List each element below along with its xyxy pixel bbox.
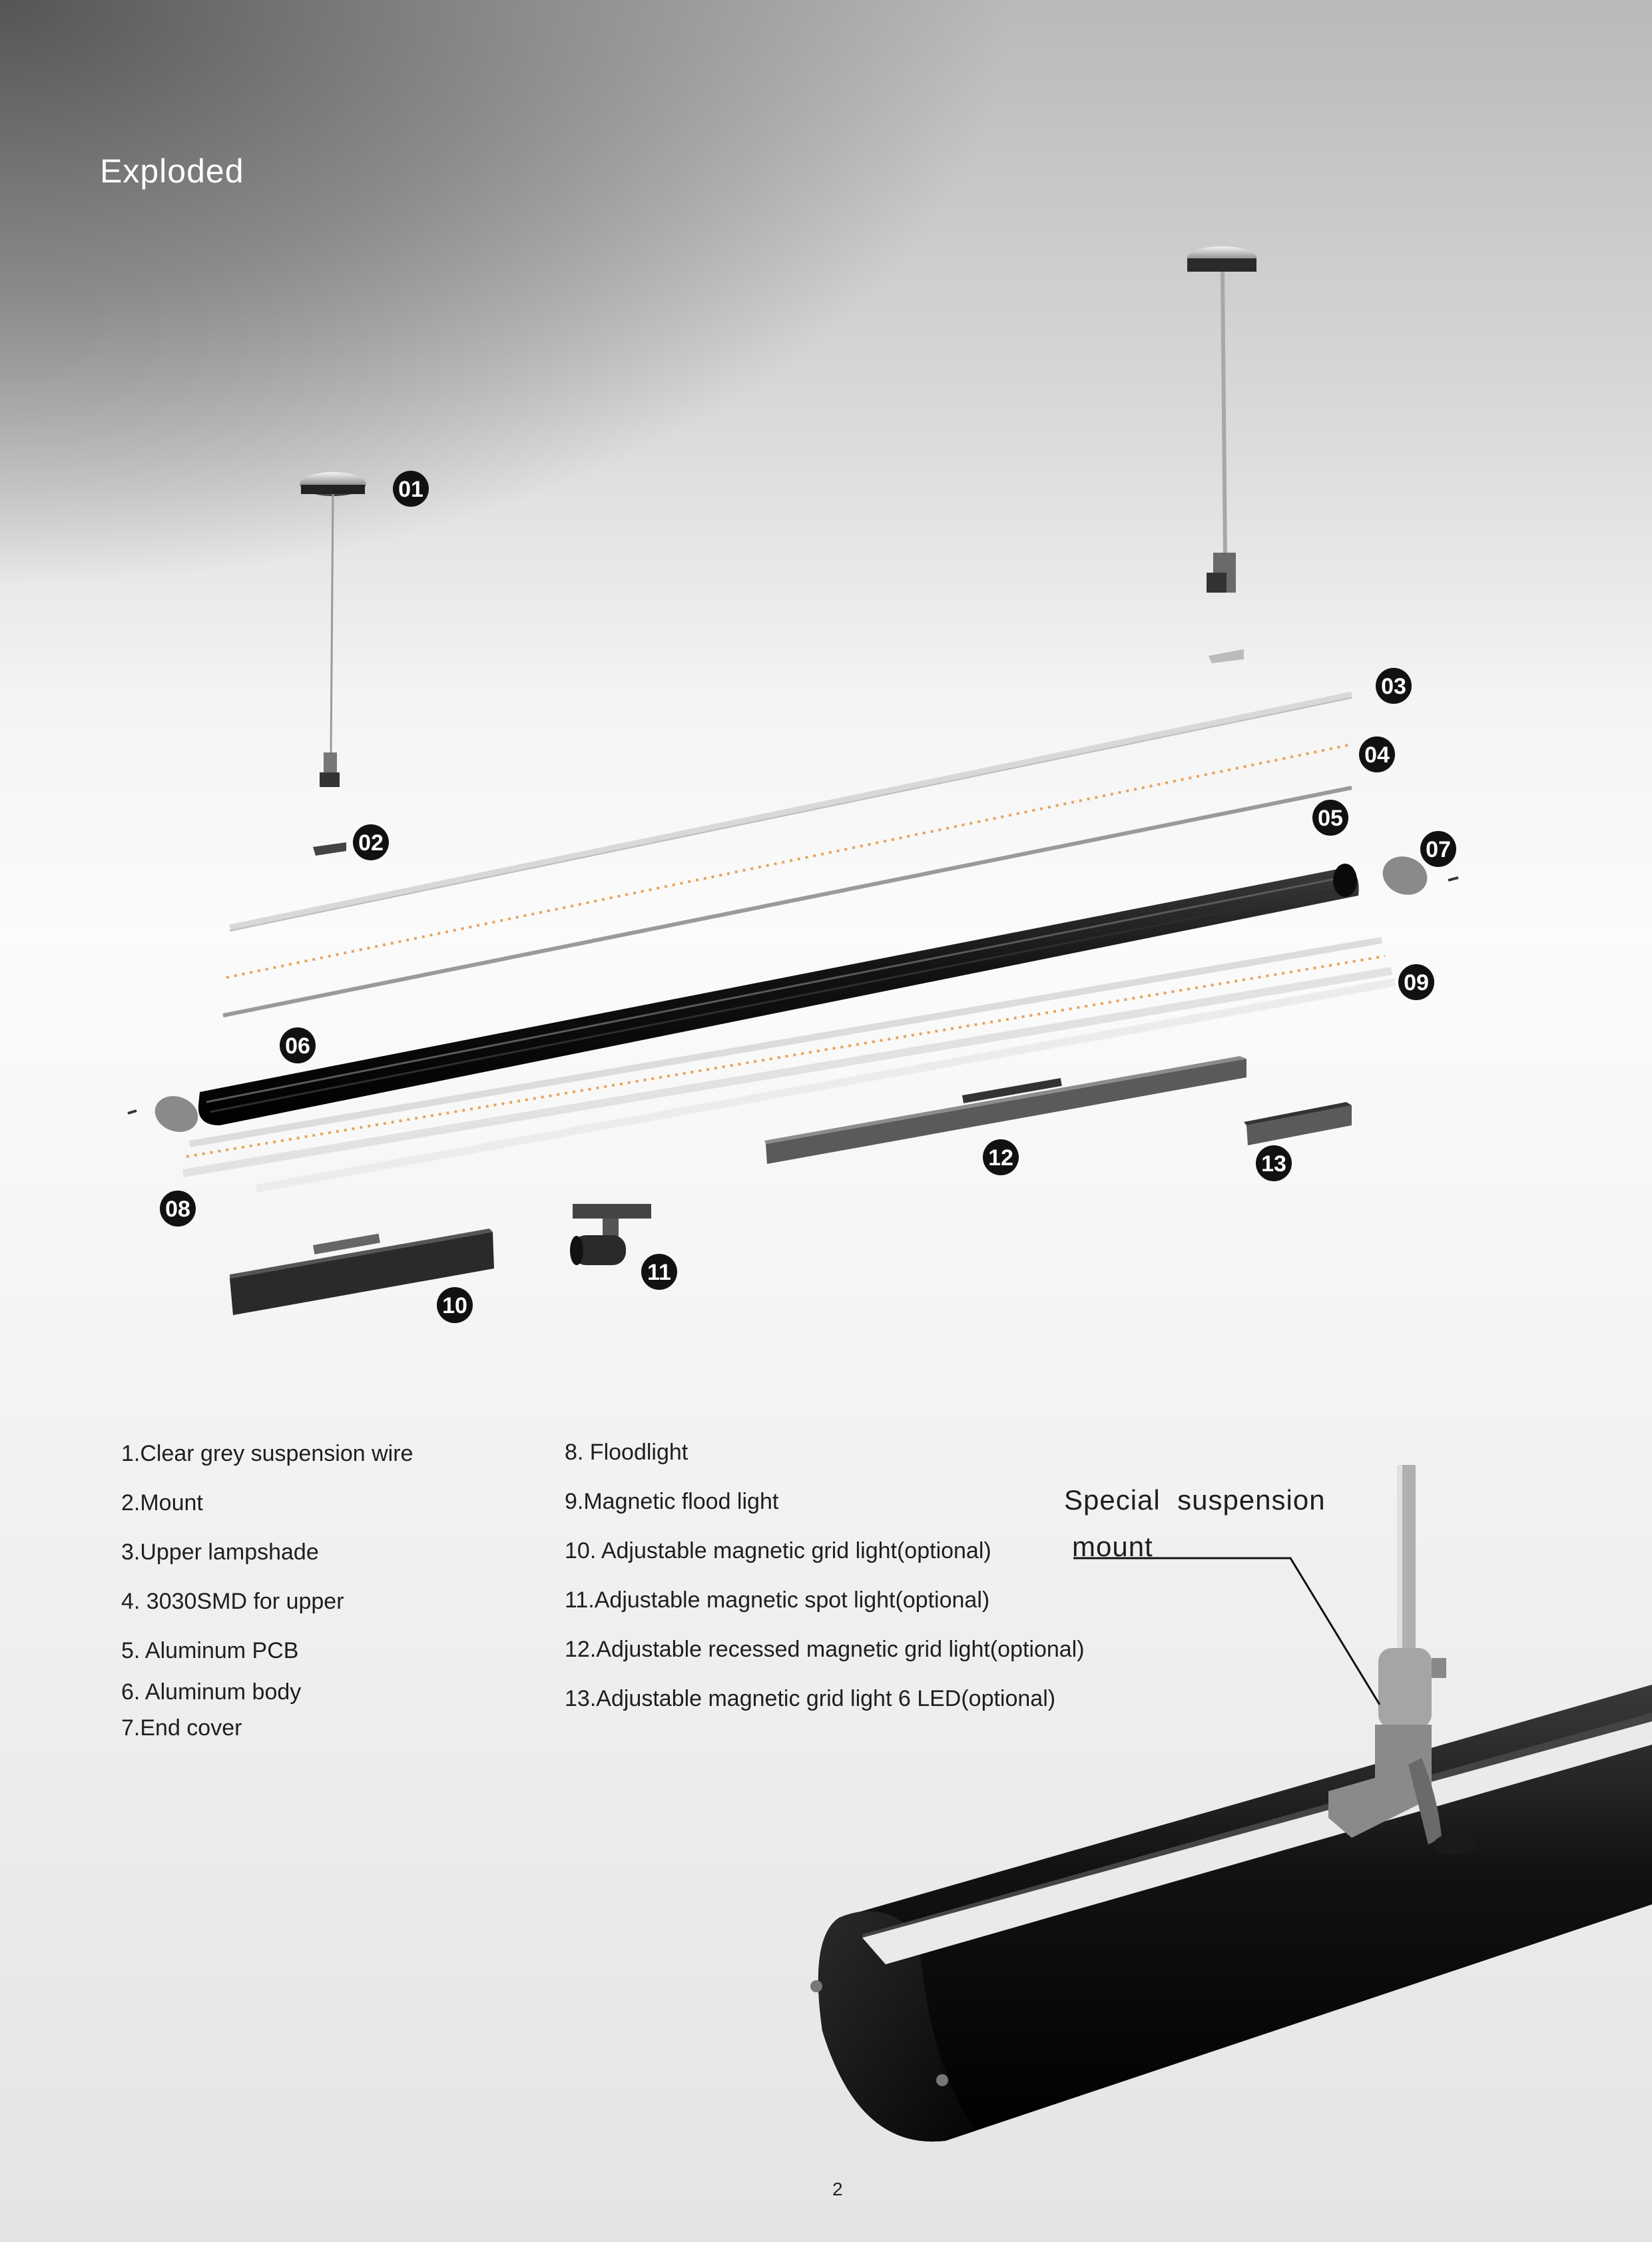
badge-04-label: 04 <box>1364 742 1390 768</box>
closeup-fitting <box>1378 1648 1432 1728</box>
badge-05-label: 05 <box>1318 806 1343 831</box>
legend-item-6: 6. Aluminum body <box>121 1679 302 1705</box>
badge-04: 04 <box>1359 736 1395 772</box>
badge-03: 03 <box>1376 668 1412 704</box>
callout-title: Special suspension mount <box>1064 1477 1377 1570</box>
end-cover-left <box>154 1096 198 1132</box>
suspension-clamp-right <box>1207 573 1227 593</box>
magnetic-grid-light <box>230 1229 494 1315</box>
canopy-base-left <box>301 485 365 494</box>
aluminum-body <box>198 864 1359 1125</box>
page-number: 2 <box>832 2179 843 2199</box>
badge-05: 05 <box>1312 800 1348 836</box>
end-cover-screw-left <box>127 1109 137 1115</box>
mount-clip-left <box>313 842 346 856</box>
magnetic-spot-light <box>570 1204 651 1265</box>
badge-10-label: 10 <box>442 1293 467 1318</box>
left-suspension-kit <box>300 472 366 856</box>
badge-11: 11 <box>641 1254 677 1290</box>
lower-led-strip-a <box>186 955 1386 1158</box>
badge-12: 12 <box>983 1139 1019 1175</box>
badge-10: 10 <box>437 1287 473 1323</box>
suspension-rod-right <box>1221 271 1227 560</box>
lower-diffuser-a <box>189 937 1382 1147</box>
legend-item-7: 7.End cover <box>121 1715 242 1741</box>
end-cover-right <box>1382 856 1428 895</box>
badge-07-label: 07 <box>1426 837 1451 862</box>
legend-item-1: 1.Clear grey suspension wire <box>121 1441 413 1466</box>
badge-02-label: 02 <box>358 830 384 856</box>
badge-12-label: 12 <box>988 1145 1013 1171</box>
closeup-bracket <box>1328 1725 1432 1838</box>
right-suspension-kit <box>1187 246 1256 663</box>
badge-07: 07 <box>1420 831 1456 867</box>
badge-08-label: 08 <box>165 1197 190 1222</box>
badge-01: 01 <box>393 471 429 507</box>
legend-item-9: 9.Magnetic flood light <box>565 1489 779 1514</box>
legend-item-11: 11.Adjustable magnetic spot light(option… <box>565 1587 990 1613</box>
legend-item-12: 12.Adjustable recessed magnetic grid lig… <box>565 1637 1085 1662</box>
wire-clamp-left <box>320 772 340 787</box>
badge-11-label: 11 <box>647 1260 671 1285</box>
closeup-screw-b <box>936 2074 948 2086</box>
badge-09: 09 <box>1398 964 1434 1000</box>
badge-06: 06 <box>280 1027 316 1063</box>
badge-06-label: 06 <box>285 1033 310 1059</box>
legend-item-8: 8. Floodlight <box>565 1440 688 1465</box>
callout-leader-line <box>1073 1557 1381 1705</box>
canopy-base-right <box>1187 258 1256 272</box>
aluminum-pcb <box>222 786 1352 1017</box>
callout-line-2: mount <box>1072 1531 1153 1562</box>
closeup-diffuser <box>862 1721 1652 1964</box>
suspension-mount-closeup <box>810 1465 1652 2142</box>
closeup-screw-a <box>810 1980 822 1992</box>
mount-clip-right <box>1209 649 1244 663</box>
legend-item-10: 10. Adjustable magnetic grid light(optio… <box>565 1538 991 1563</box>
upper-led-strip <box>226 743 1352 979</box>
badge-02: 02 <box>353 824 389 860</box>
badge-13-label: 13 <box>1261 1151 1286 1177</box>
legend-item-4: 4. 3030SMD for upper <box>121 1589 344 1614</box>
grid-light-6led <box>1244 1102 1352 1145</box>
closeup-end-cap <box>818 1911 975 2142</box>
legend-item-5: 5. Aluminum PCB <box>121 1638 299 1663</box>
legend-item-3: 3.Upper lampshade <box>121 1540 319 1565</box>
badge-03-label: 03 <box>1381 674 1406 699</box>
floodlight-strip <box>255 978 1396 1193</box>
badge-08: 08 <box>160 1191 196 1227</box>
legend-item-2: 2.Mount <box>121 1490 203 1516</box>
recessed-grid-light <box>764 1056 1246 1164</box>
end-cover-screw-right <box>1448 876 1459 882</box>
badge-01-label: 01 <box>398 477 423 502</box>
suspension-wire-left <box>330 493 334 753</box>
page-title: Exploded <box>100 152 244 190</box>
badge-09-label: 09 <box>1404 970 1429 995</box>
legend-item-13: 13.Adjustable magnetic grid light 6 LED(… <box>565 1686 1056 1711</box>
lower-diffuser-b <box>182 967 1392 1177</box>
badge-13: 13 <box>1256 1145 1292 1181</box>
callout-line-1: Special suspension <box>1064 1484 1326 1516</box>
upper-lampshade <box>229 691 1352 931</box>
